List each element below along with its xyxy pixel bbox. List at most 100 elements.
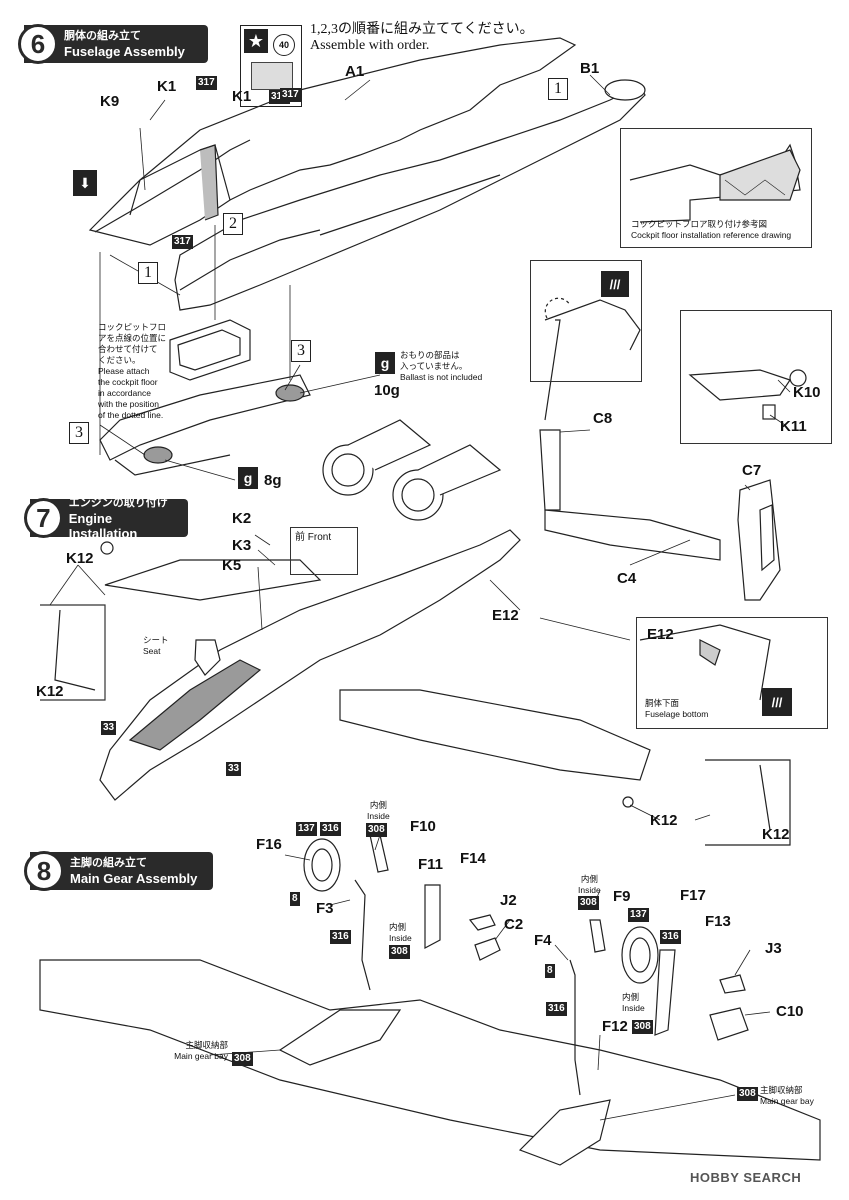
- part-label: F14: [460, 850, 486, 867]
- instrument-panel-icon: [251, 62, 293, 90]
- gear-bay-label: 主脚収納部 Main gear bay: [760, 1085, 814, 1107]
- note-line: Please attach: [98, 366, 150, 376]
- step-number: 8: [24, 851, 64, 891]
- step-title-en: Fuselage Assembly: [64, 44, 185, 59]
- part-label: C4: [617, 570, 637, 587]
- color-code: 137: [296, 822, 317, 836]
- step-title-jp: エンジンの取り付け: [68, 496, 168, 509]
- front-label: 前 Front: [295, 532, 332, 543]
- note-line: in accordance: [98, 388, 151, 398]
- inside-en: Inside: [367, 811, 390, 821]
- ballast-weight: 8g: [264, 472, 282, 489]
- decal-number: 40: [273, 34, 295, 56]
- color-code: 137: [628, 908, 649, 922]
- step-number: 6: [18, 24, 58, 64]
- weight-icon: g: [375, 352, 395, 374]
- part-label: J2: [500, 892, 517, 909]
- assembly-order-note: 1,2,3の順番に組み立ててください。 Assemble with order.: [310, 22, 534, 54]
- color-code: 308: [389, 945, 410, 959]
- part-label: F11: [418, 856, 444, 873]
- assembly-order-en: Assemble with order.: [310, 38, 430, 53]
- note-line: おもりの部品は: [400, 350, 460, 360]
- part-label: C2: [504, 916, 524, 933]
- star-icon: ★: [244, 29, 268, 53]
- color-code: 316: [546, 1002, 567, 1016]
- cement-icon: ///: [762, 688, 792, 716]
- part-label: B1: [580, 60, 600, 77]
- step-marker-3: 3: [69, 422, 89, 444]
- seat-label-jp: シート: [143, 635, 169, 645]
- part-label: F4: [534, 932, 552, 949]
- gear-bay-en: Main gear bay: [760, 1096, 814, 1106]
- gear-bay-jp: 主脚収納部: [760, 1085, 803, 1095]
- cockpit-attach-note: コックピットフロ アを点線の位置に 合わせて付けて ください。 Please a…: [98, 322, 166, 421]
- color-code: 317: [280, 88, 301, 102]
- inside-en: Inside: [578, 885, 601, 895]
- inside-jp: 内側: [622, 992, 640, 1002]
- seat-label: シート Seat: [143, 635, 169, 657]
- step-title-en: Engine Installation: [68, 510, 138, 541]
- step-title-jp: 主脚の組み立て: [70, 857, 147, 869]
- front-direction-panel: 前 Front: [290, 527, 358, 575]
- note-line: 入っていません。: [400, 361, 468, 371]
- part-label: K2: [232, 510, 252, 527]
- note-line: Ballast is not included: [400, 372, 483, 382]
- note-line: of the dotted line.: [98, 410, 164, 420]
- inside-jp: 内側: [580, 874, 598, 884]
- part-label: K9: [100, 93, 120, 110]
- color-code: 308: [232, 1052, 253, 1066]
- step-marker-1: 1: [138, 262, 158, 284]
- gear-bay-label: 主脚収納部 Main gear bay: [172, 1040, 228, 1062]
- gear-bay-en: Main gear bay: [174, 1051, 228, 1061]
- step-7-header: 7 エンジンの取り付け Engine Installation: [24, 496, 188, 541]
- cockpit-floor-reference-panel: コックピットフロア取り付け参考図 Cockpit floor installat…: [620, 128, 812, 248]
- part-label: C8: [593, 410, 613, 427]
- part-label: K1: [157, 78, 177, 95]
- cement-icon: ///: [601, 271, 629, 297]
- part-label: F13: [705, 913, 731, 930]
- ballast-weight: 10g: [374, 382, 400, 399]
- color-code: 316: [320, 822, 341, 836]
- step-marker-3: 3: [291, 340, 311, 362]
- tail-detail-panel: ///: [530, 260, 642, 382]
- color-code: 316: [330, 930, 351, 944]
- color-code: 316: [660, 930, 681, 944]
- ballast-note: おもりの部品は 入っていません。 Ballast is not included: [400, 350, 482, 383]
- step-title-jp: 胴体の組み立て: [64, 30, 141, 42]
- step-8-header: 8 主脚の組み立て Main Gear Assembly: [24, 851, 213, 891]
- note-line: with the position: [98, 399, 159, 409]
- part-label: K11: [780, 418, 807, 435]
- inside-label: 内側 Inside: [622, 992, 645, 1014]
- inside-jp: 内側: [389, 922, 407, 932]
- part-label: A1: [345, 63, 365, 80]
- part-label: J3: [765, 940, 782, 957]
- color-code: 308: [737, 1087, 758, 1101]
- note-line: アを点線の位置に: [98, 333, 167, 343]
- fuselage-bottom-jp: 胴体下面: [645, 698, 680, 708]
- part-label: C10: [776, 1003, 804, 1020]
- reference-caption-jp: コックピットフロア取り付け参考図: [631, 219, 768, 229]
- weight-icon: g: [238, 467, 258, 489]
- color-code: 317: [196, 76, 217, 90]
- seat-label-en: Seat: [143, 646, 161, 656]
- part-label: K1: [232, 88, 252, 105]
- inside-label: 内側 Inside: [389, 922, 412, 944]
- part-label: K12: [762, 826, 790, 843]
- step-marker-2: 2: [223, 213, 243, 235]
- color-code: 308: [632, 1020, 653, 1034]
- inside-label: 内側 Inside: [367, 800, 390, 822]
- reference-caption-en: Cockpit floor installation reference dra…: [631, 230, 792, 240]
- step-6-header: 6 胴体の組み立て Fuselage Assembly: [18, 24, 208, 64]
- inside-en: Inside: [622, 1003, 645, 1013]
- watermark: HOBBY SEARCH: [690, 1170, 802, 1185]
- part-label: E12: [647, 626, 674, 643]
- color-code: 8: [290, 892, 300, 906]
- part-label: K5: [222, 557, 242, 574]
- part-label: F3: [316, 900, 334, 917]
- color-code: 33: [226, 762, 242, 776]
- part-label: E12: [492, 607, 519, 624]
- color-code: 308: [366, 823, 387, 837]
- fuselage-bottom-en: Fuselage bottom: [645, 709, 709, 719]
- assembly-order-jp: 1,2,3の順番に組み立ててください。: [310, 22, 534, 37]
